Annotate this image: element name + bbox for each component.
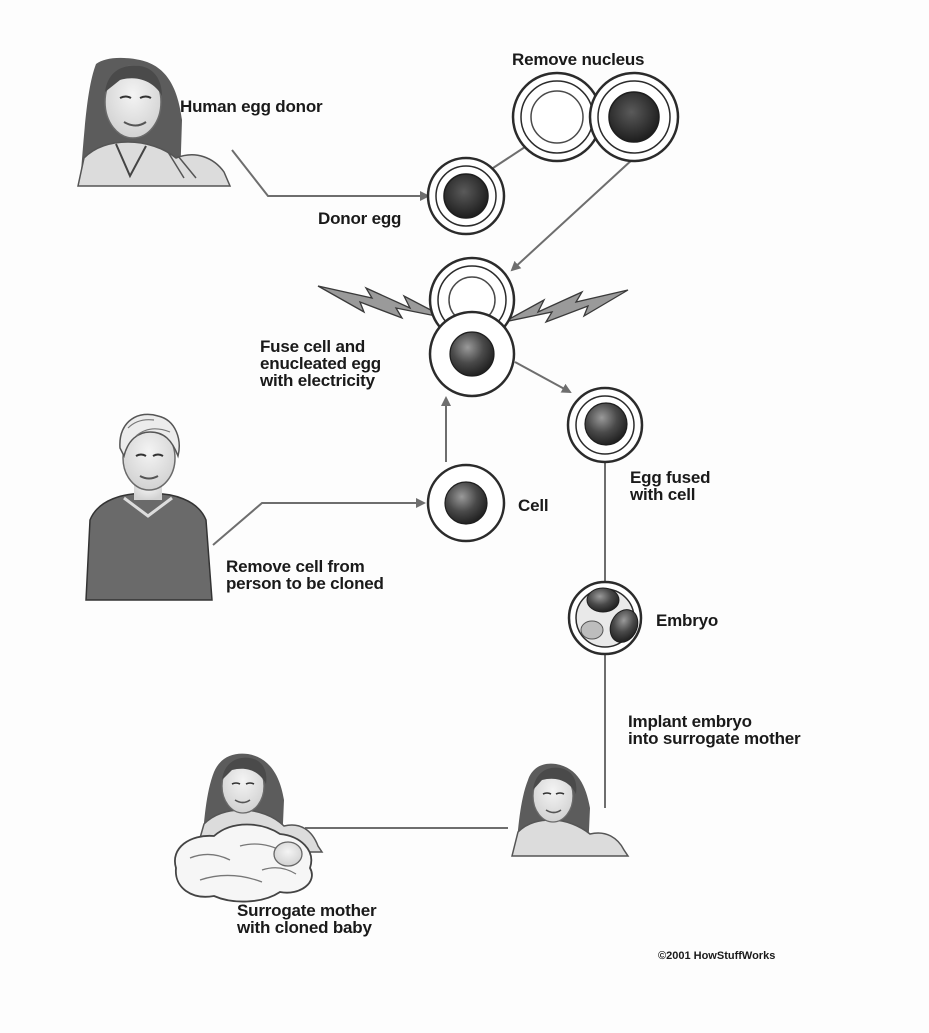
copyright-credit: ©2001 HowStuffWorks bbox=[658, 950, 776, 962]
label-remove-cell-line1: Remove cell from bbox=[226, 557, 365, 576]
label-remove-cell-line2: person to be cloned bbox=[226, 574, 384, 593]
fuse-cells bbox=[428, 256, 516, 398]
arrow-fuse-to-fused bbox=[514, 361, 572, 393]
label-donor-egg: Donor egg bbox=[318, 209, 402, 228]
donor-egg-cell bbox=[426, 156, 506, 236]
egg-donor-woman-icon bbox=[77, 57, 232, 187]
line-egg-to-nucleus bbox=[489, 144, 529, 171]
remove-nucleus-cells bbox=[511, 71, 680, 163]
label-cell: Cell bbox=[518, 496, 549, 515]
label-fuse-line1: Fuse cell and bbox=[260, 337, 366, 356]
label-human-egg-donor: Human egg donor bbox=[180, 97, 323, 116]
label-surrogate-line2: with cloned baby bbox=[237, 918, 372, 937]
label-fuse-cell: Fuse cell and enucleated egg with electr… bbox=[260, 338, 381, 389]
donor-cell bbox=[426, 463, 506, 543]
label-implant-line2: into surrogate mother bbox=[628, 729, 801, 748]
arrow-person-to-cell bbox=[212, 498, 426, 546]
label-egg-fused: Egg fused with cell bbox=[630, 468, 711, 504]
label-remove-cell: Remove cell from person to be cloned bbox=[226, 558, 384, 592]
label-embryo: Embryo bbox=[656, 611, 719, 630]
label-surrogate-line1: Surrogate mother bbox=[237, 901, 377, 920]
label-fuse-line3: with electricity bbox=[260, 371, 375, 390]
arrow-nucleus-to-fuse bbox=[510, 157, 635, 272]
label-egg-fused-line1: Egg fused bbox=[630, 468, 711, 487]
connectors bbox=[212, 144, 635, 829]
label-egg-fused-line2: with cell bbox=[630, 485, 696, 504]
surrogate-mother-with-baby-icon bbox=[174, 753, 324, 903]
label-fuse-line2: enucleated egg bbox=[260, 354, 381, 373]
label-implant-line1: Implant embryo bbox=[628, 712, 752, 731]
embryo-cell bbox=[567, 580, 643, 656]
egg-fused-cell bbox=[566, 386, 644, 464]
arrow-donor-to-egg bbox=[231, 149, 430, 201]
label-surrogate-with-baby: Surrogate mother with cloned baby bbox=[237, 901, 377, 937]
person-to-be-cloned-icon bbox=[85, 413, 213, 601]
label-remove-nucleus: Remove nucleus bbox=[512, 50, 645, 69]
surrogate-mother-icon bbox=[511, 763, 630, 857]
label-implant-embryo: Implant embryo into surrogate mother bbox=[628, 712, 801, 748]
